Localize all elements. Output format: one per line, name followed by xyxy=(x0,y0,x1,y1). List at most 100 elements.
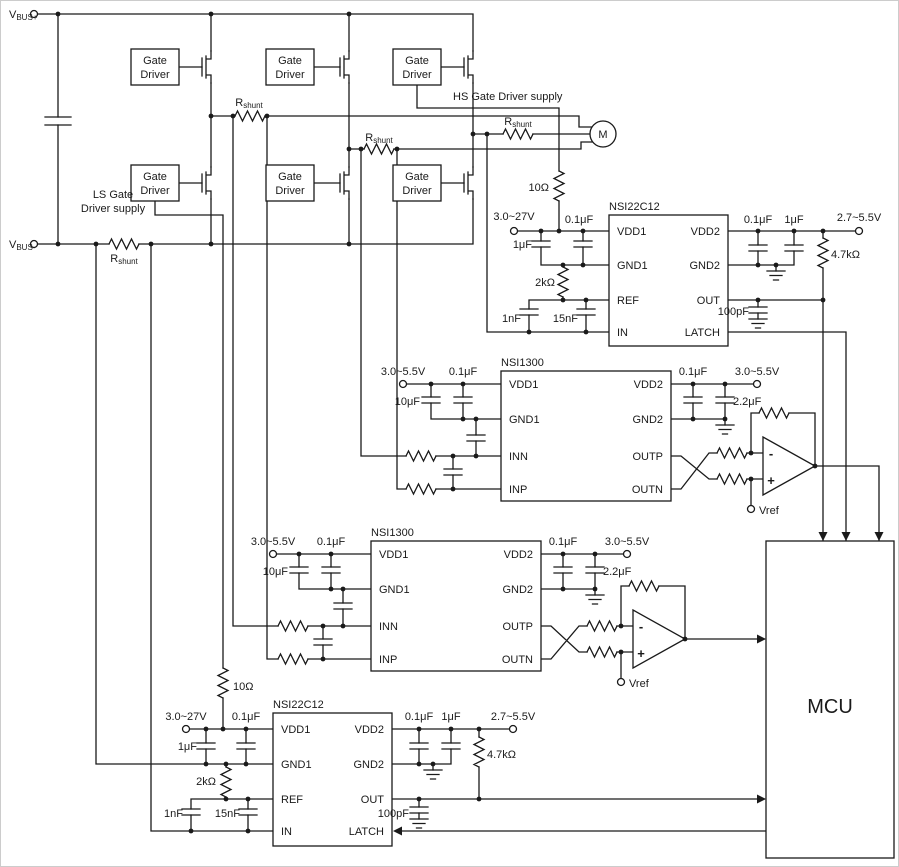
svg-text:0.1μF: 0.1μF xyxy=(679,366,708,378)
resistor-2k-symbol xyxy=(221,767,231,797)
svg-text:VDD1: VDD1 xyxy=(509,379,538,391)
wire-nsi22c12-bottom-nets xyxy=(188,728,767,832)
nsi1300-top-pins: VDD1 GND1 INN INP VDD2 GND2 OUTP OUTN xyxy=(509,379,663,496)
svg-text:INP: INP xyxy=(379,654,397,666)
mcu-box xyxy=(765,540,895,859)
svg-text:VDD1: VDD1 xyxy=(379,549,408,561)
svg-text:VDD2: VDD2 xyxy=(504,549,533,561)
svg-text:Driver: Driver xyxy=(402,69,432,81)
resistor-10ohm-symbol xyxy=(554,171,564,201)
capacitor-symbol xyxy=(748,244,768,252)
gate-driver-box xyxy=(392,48,442,86)
capacitor-symbol xyxy=(313,638,333,646)
chip-name: NSI22C12 xyxy=(273,699,324,711)
svg-text:3.0~5.5V: 3.0~5.5V xyxy=(735,366,780,378)
svg-text:1nF: 1nF xyxy=(164,808,183,820)
capacitor-symbol xyxy=(409,806,429,814)
svg-text:VDD2: VDD2 xyxy=(355,724,384,736)
svg-text:Driver: Driver xyxy=(275,185,305,197)
svg-text:0.1μF: 0.1μF xyxy=(232,711,261,723)
svg-text:Driver: Driver xyxy=(275,69,305,81)
wire-current-sense-lines xyxy=(95,115,610,832)
hs-supply-label: HS Gate Driver supply xyxy=(453,91,563,103)
svg-text:0.1μF: 0.1μF xyxy=(449,366,478,378)
wire-power-rails-and-bridge xyxy=(36,13,474,245)
nsi22c12-bottom-box xyxy=(272,712,393,847)
capacitor-symbol xyxy=(238,808,258,816)
input-resistor-symbol xyxy=(405,483,437,495)
vbus-minus-label: VBUS- xyxy=(9,239,36,252)
arrow-icon xyxy=(874,532,884,541)
shunt-resistor-symbol xyxy=(363,143,395,155)
capacitor-symbol xyxy=(466,434,486,442)
nsi1300-bottom-values: 3.0~5.5V 0.1μF 10μF 0.1μF 3.0~5.5V 2.2μF… xyxy=(251,536,650,690)
svg-text:IN: IN xyxy=(281,826,292,838)
svg-text:GND2: GND2 xyxy=(502,584,533,596)
svg-text:2.2μF: 2.2μF xyxy=(733,396,762,408)
nsi1300-bottom-pins: VDD1 GND1 INN INP VDD2 GND2 OUTP OUTN xyxy=(379,549,533,666)
capacitor-symbol xyxy=(333,602,353,610)
svg-text:GND2: GND2 xyxy=(353,759,384,771)
svg-text:GND1: GND1 xyxy=(379,584,410,596)
capacitor-symbol xyxy=(181,808,201,816)
opamp-symbol xyxy=(632,608,687,670)
ground-symbol xyxy=(409,818,429,829)
capacitor-symbol xyxy=(531,240,551,248)
svg-text:Gate: Gate xyxy=(143,171,167,183)
svg-text:100pF: 100pF xyxy=(718,306,749,318)
input-resistor-symbol xyxy=(405,450,437,462)
nsi22c12-top-pins: VDD1 GND1 REF IN VDD2 GND2 OUT LATCH xyxy=(617,226,720,339)
capacitor-symbol xyxy=(421,396,441,404)
nsi22c12-top-values: 10Ω 3.0~27V 0.1μF 1μF 2kΩ 1nF 15nF 0.1μF… xyxy=(493,182,881,325)
resistor-10ohm-symbol xyxy=(218,668,228,698)
ground-symbol xyxy=(715,424,735,435)
svg-text:IN: IN xyxy=(617,327,628,339)
svg-text:OUT: OUT xyxy=(697,295,721,307)
svg-text:REF: REF xyxy=(281,794,303,806)
wire-gate-driver-supplies xyxy=(154,84,560,730)
svg-text:GND1: GND1 xyxy=(617,260,648,272)
capacitor-symbol xyxy=(196,742,216,750)
svg-text:Rshunt: Rshunt xyxy=(504,116,532,129)
svg-text:VDD1: VDD1 xyxy=(281,724,310,736)
chip-name: NSI1300 xyxy=(501,357,544,369)
resistor-4k7-symbol xyxy=(818,238,828,268)
svg-text:Rshunt: Rshunt xyxy=(235,97,263,110)
capacitor-symbol xyxy=(715,396,735,404)
opamp-input-resistor-symbol xyxy=(586,620,618,632)
opamp-input-resistor-symbol xyxy=(716,447,748,459)
feedback-resistor-symbol xyxy=(628,580,660,592)
nsi22c12-bottom-pins: VDD1 GND1 REF IN VDD2 GND2 OUT LATCH xyxy=(281,724,384,838)
svg-text:LATCH: LATCH xyxy=(349,826,384,838)
svg-text:15nF: 15nF xyxy=(215,808,240,820)
svg-text:Gate: Gate xyxy=(405,55,429,67)
svg-text:VDD2: VDD2 xyxy=(634,379,663,391)
svg-text:1μF: 1μF xyxy=(178,741,197,753)
svg-text:OUTP: OUTP xyxy=(502,621,533,633)
svg-text:10Ω: 10Ω xyxy=(529,182,549,194)
resistor-2k-symbol xyxy=(558,267,568,297)
capacitor-symbol xyxy=(683,396,703,404)
input-resistor-symbol xyxy=(277,620,309,632)
gate-driver-box xyxy=(265,164,315,202)
dc-link-capacitor-symbol xyxy=(44,116,72,126)
svg-text:Vref: Vref xyxy=(759,505,780,517)
svg-text:OUTP: OUTP xyxy=(632,451,663,463)
svg-text:Driver: Driver xyxy=(140,185,170,197)
ls-supply-label-line2: Driver supply xyxy=(81,203,146,215)
svg-text:Gate: Gate xyxy=(405,171,429,183)
svg-text:15nF: 15nF xyxy=(553,313,578,325)
svg-text:Rshunt: Rshunt xyxy=(365,132,393,145)
svg-text:GND1: GND1 xyxy=(281,759,312,771)
svg-text:REF: REF xyxy=(617,295,639,307)
svg-text:INP: INP xyxy=(509,484,527,496)
arrow-icon xyxy=(818,532,828,541)
capacitor-symbol xyxy=(573,240,593,248)
svg-text:3.0~5.5V: 3.0~5.5V xyxy=(381,366,426,378)
svg-text:1μF: 1μF xyxy=(441,711,460,723)
svg-text:3.0~27V: 3.0~27V xyxy=(493,211,535,223)
shunt-resistor-symbol xyxy=(108,238,140,250)
svg-text:OUTN: OUTN xyxy=(502,654,533,666)
svg-text:Driver: Driver xyxy=(140,69,170,81)
